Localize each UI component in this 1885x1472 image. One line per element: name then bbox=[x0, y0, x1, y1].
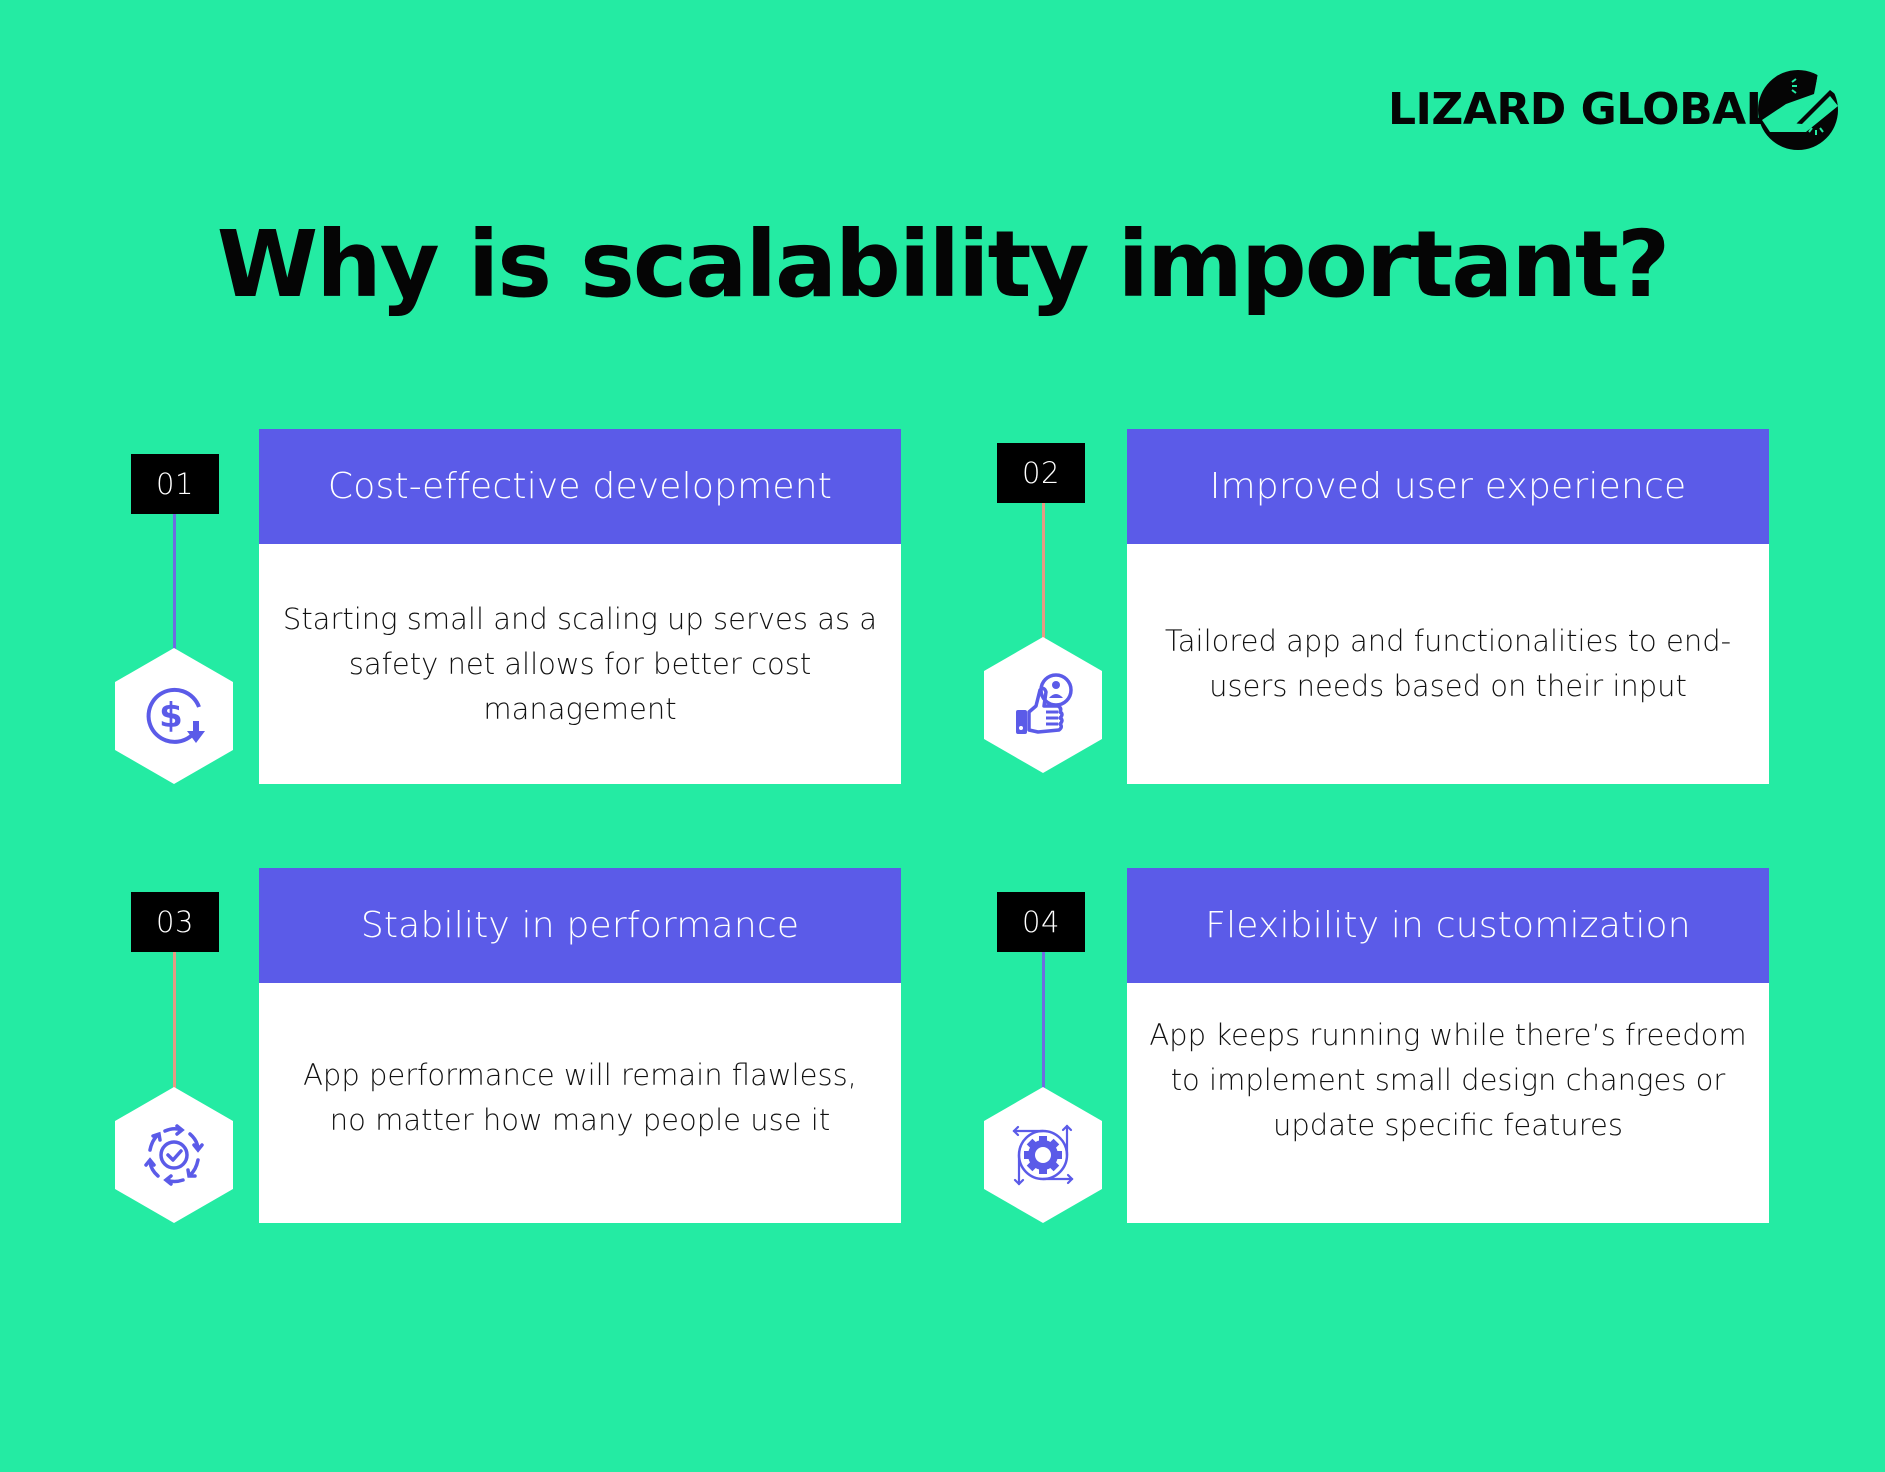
connector-line bbox=[1042, 503, 1045, 639]
card-body: App performance will remain flawless, no… bbox=[303, 1058, 857, 1137]
icon-hexagon: $ bbox=[115, 648, 233, 784]
card-body: Tailored app and functionalities to end-… bbox=[1164, 624, 1732, 703]
page-title: Why is scalability important? bbox=[216, 211, 1670, 318]
item-number-badge: 02 bbox=[997, 443, 1085, 503]
thumbs-up-user-icon bbox=[1016, 673, 1073, 734]
connector-line bbox=[1042, 952, 1045, 1089]
lizard-circle-icon bbox=[1758, 68, 1840, 150]
svg-text:$: $ bbox=[159, 696, 183, 736]
feature-card: Stability in performance App performance… bbox=[259, 868, 901, 1223]
connector-line bbox=[173, 514, 176, 650]
card-body: App keeps running while there’s freedom … bbox=[1149, 1018, 1747, 1142]
icon-hexagon bbox=[115, 1087, 233, 1223]
icon-hexagon bbox=[984, 1087, 1102, 1223]
icon-hexagon bbox=[984, 637, 1102, 773]
dollar-cycle-down-icon: $ bbox=[146, 687, 205, 744]
check-cycle-icon bbox=[144, 1124, 204, 1186]
item-number-badge: 04 bbox=[997, 892, 1085, 952]
card-heading: Flexibility in customization bbox=[1127, 868, 1769, 983]
gear-arrows-icon bbox=[1012, 1124, 1074, 1186]
item-number-badge: 03 bbox=[131, 892, 219, 952]
connector-line bbox=[173, 952, 176, 1089]
feature-card: Flexibility in customization App keeps r… bbox=[1127, 868, 1769, 1223]
feature-card: Cost-effective development Starting smal… bbox=[259, 429, 901, 784]
item-number-badge: 01 bbox=[131, 454, 219, 514]
card-heading: Cost-effective development bbox=[259, 429, 901, 544]
card-heading: Improved user experience bbox=[1127, 429, 1769, 544]
brand-logo: LIZARD GLOBAL bbox=[1388, 66, 1840, 154]
card-body: Starting small and scaling up serves as … bbox=[282, 601, 878, 726]
brand-name: LIZARD GLOBAL bbox=[1388, 84, 1774, 135]
card-heading: Stability in performance bbox=[259, 868, 901, 983]
feature-card: Improved user experience Tailored app an… bbox=[1127, 429, 1769, 784]
